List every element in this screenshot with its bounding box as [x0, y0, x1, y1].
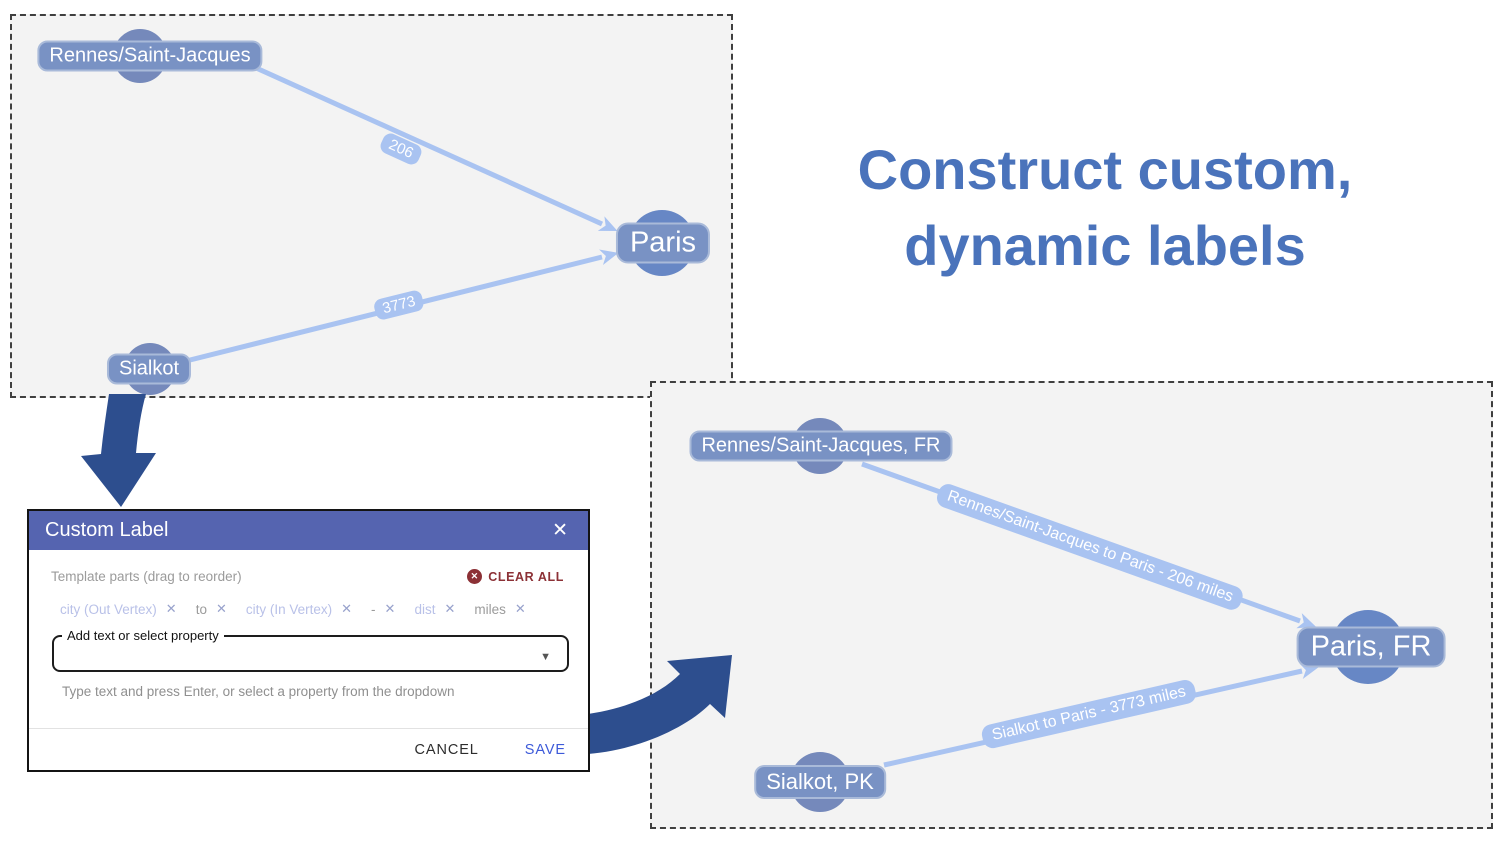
template-parts-label: Template parts (drag to reorder) — [51, 569, 242, 584]
add-property-input[interactable] — [64, 643, 508, 675]
template-chips: city (Out Vertex) ✕ to ✕ city (In Vertex… — [60, 601, 588, 617]
clear-all-label: CLEAR ALL — [488, 569, 564, 584]
add-property-field: Add text or select property ▼ — [52, 628, 569, 675]
page-title: Construct custom, dynamic labels — [810, 132, 1400, 284]
chip-city-in-vertex[interactable]: city (In Vertex) ✕ — [246, 601, 352, 617]
chip-label: - — [371, 601, 376, 617]
page-title-line1: Construct custom, — [857, 138, 1353, 201]
node-rennes[interactable]: Rennes/Saint-Jacques — [37, 40, 263, 72]
custom-label-dialog: Custom Label ✕ Template parts (drag to r… — [27, 509, 590, 772]
dropdown-caret-icon[interactable]: ▼ — [540, 651, 551, 663]
add-property-field-label: Add text or select property — [67, 628, 219, 643]
chip-remove-icon[interactable]: ✕ — [514, 601, 526, 616]
graph-panel-before: Rennes/Saint-Jacques Sialkot Paris 206 3… — [10, 14, 733, 398]
dialog-header: Custom Label ✕ — [29, 511, 588, 550]
node-paris-fr[interactable]: Paris, FR — [1296, 626, 1446, 668]
close-icon[interactable]: ✕ — [552, 520, 568, 541]
chip-to[interactable]: to ✕ — [196, 601, 227, 617]
chip-remove-icon[interactable]: ✕ — [165, 601, 177, 616]
clear-all-button[interactable]: ✕ CLEAR ALL — [467, 569, 564, 584]
chip-label: miles — [474, 601, 506, 617]
chip-dash[interactable]: - ✕ — [371, 601, 395, 617]
chip-remove-icon[interactable]: ✕ — [444, 601, 456, 616]
node-paris[interactable]: Paris — [615, 222, 711, 264]
chip-remove-icon[interactable]: ✕ — [341, 601, 353, 616]
chip-label: city (In Vertex) — [245, 601, 333, 617]
chip-dist[interactable]: dist ✕ — [414, 601, 455, 617]
flow-arrow-down-icon — [81, 394, 156, 507]
graph-panel-after: Rennes/Saint-Jacques, FR Sialkot, PK Par… — [650, 381, 1493, 829]
node-sialkot[interactable]: Sialkot — [106, 353, 192, 385]
node-sialkot-pk[interactable]: Sialkot, PK — [754, 765, 886, 799]
chip-label: city (Out Vertex) — [60, 601, 157, 617]
edge-rennes-paris[interactable] — [252, 64, 618, 231]
chip-remove-icon[interactable]: ✕ — [215, 601, 227, 616]
chip-label: to — [195, 601, 207, 617]
template-parts-row: Template parts (drag to reorder) ✕ CLEAR… — [29, 550, 588, 584]
save-button[interactable]: SAVE — [519, 741, 572, 759]
page-title-line2: dynamic labels — [904, 214, 1306, 278]
clear-all-icon: ✕ — [467, 569, 483, 584]
node-rennes-fr[interactable]: Rennes/Saint-Jacques, FR — [689, 430, 953, 462]
chip-remove-icon[interactable]: ✕ — [384, 601, 396, 616]
dialog-title: Custom Label — [45, 519, 169, 541]
helper-text: Type text and press Enter, or select a p… — [62, 684, 455, 699]
chip-miles[interactable]: miles ✕ — [474, 601, 525, 617]
cancel-button[interactable]: CANCEL — [409, 741, 485, 759]
chip-label: dist — [414, 601, 436, 617]
chip-city-out-vertex[interactable]: city (Out Vertex) ✕ — [60, 601, 177, 617]
flow-arrow-right-icon — [588, 655, 732, 754]
dialog-footer: CANCEL SAVE — [29, 728, 588, 770]
